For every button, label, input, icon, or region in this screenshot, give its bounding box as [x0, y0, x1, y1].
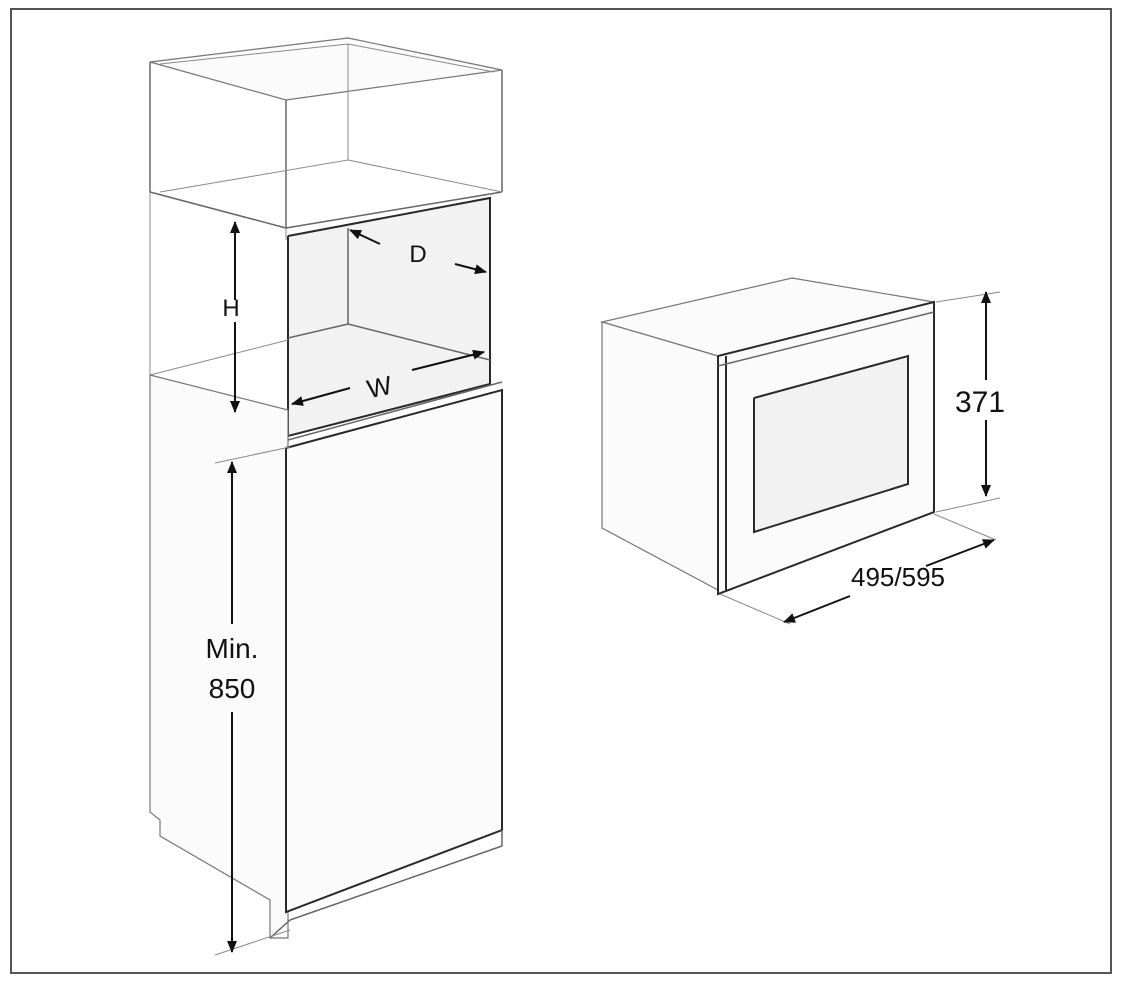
cabinet-lower-door: [285, 389, 503, 913]
label-min-line2: 850: [209, 673, 256, 704]
diagram-frame: [10, 8, 1112, 974]
appliance: [599, 277, 935, 596]
dimension-min-850: Min. 850: [206, 461, 259, 953]
label-h: H: [222, 295, 239, 322]
label-371: 371: [955, 386, 1005, 419]
dimension-h: H: [222, 221, 240, 413]
dimension-495-595: 495/595: [719, 513, 997, 625]
label-min-line1: Min.: [206, 633, 259, 664]
dimension-371: 371: [935, 291, 1005, 513]
tall-cabinet: [149, 37, 503, 956]
cabinet-top-face: [149, 37, 503, 101]
appliance-side: [601, 321, 719, 592]
label-495-595: 495/595: [851, 562, 945, 592]
dimension-d: D: [349, 229, 487, 275]
label-d: D: [409, 241, 426, 268]
